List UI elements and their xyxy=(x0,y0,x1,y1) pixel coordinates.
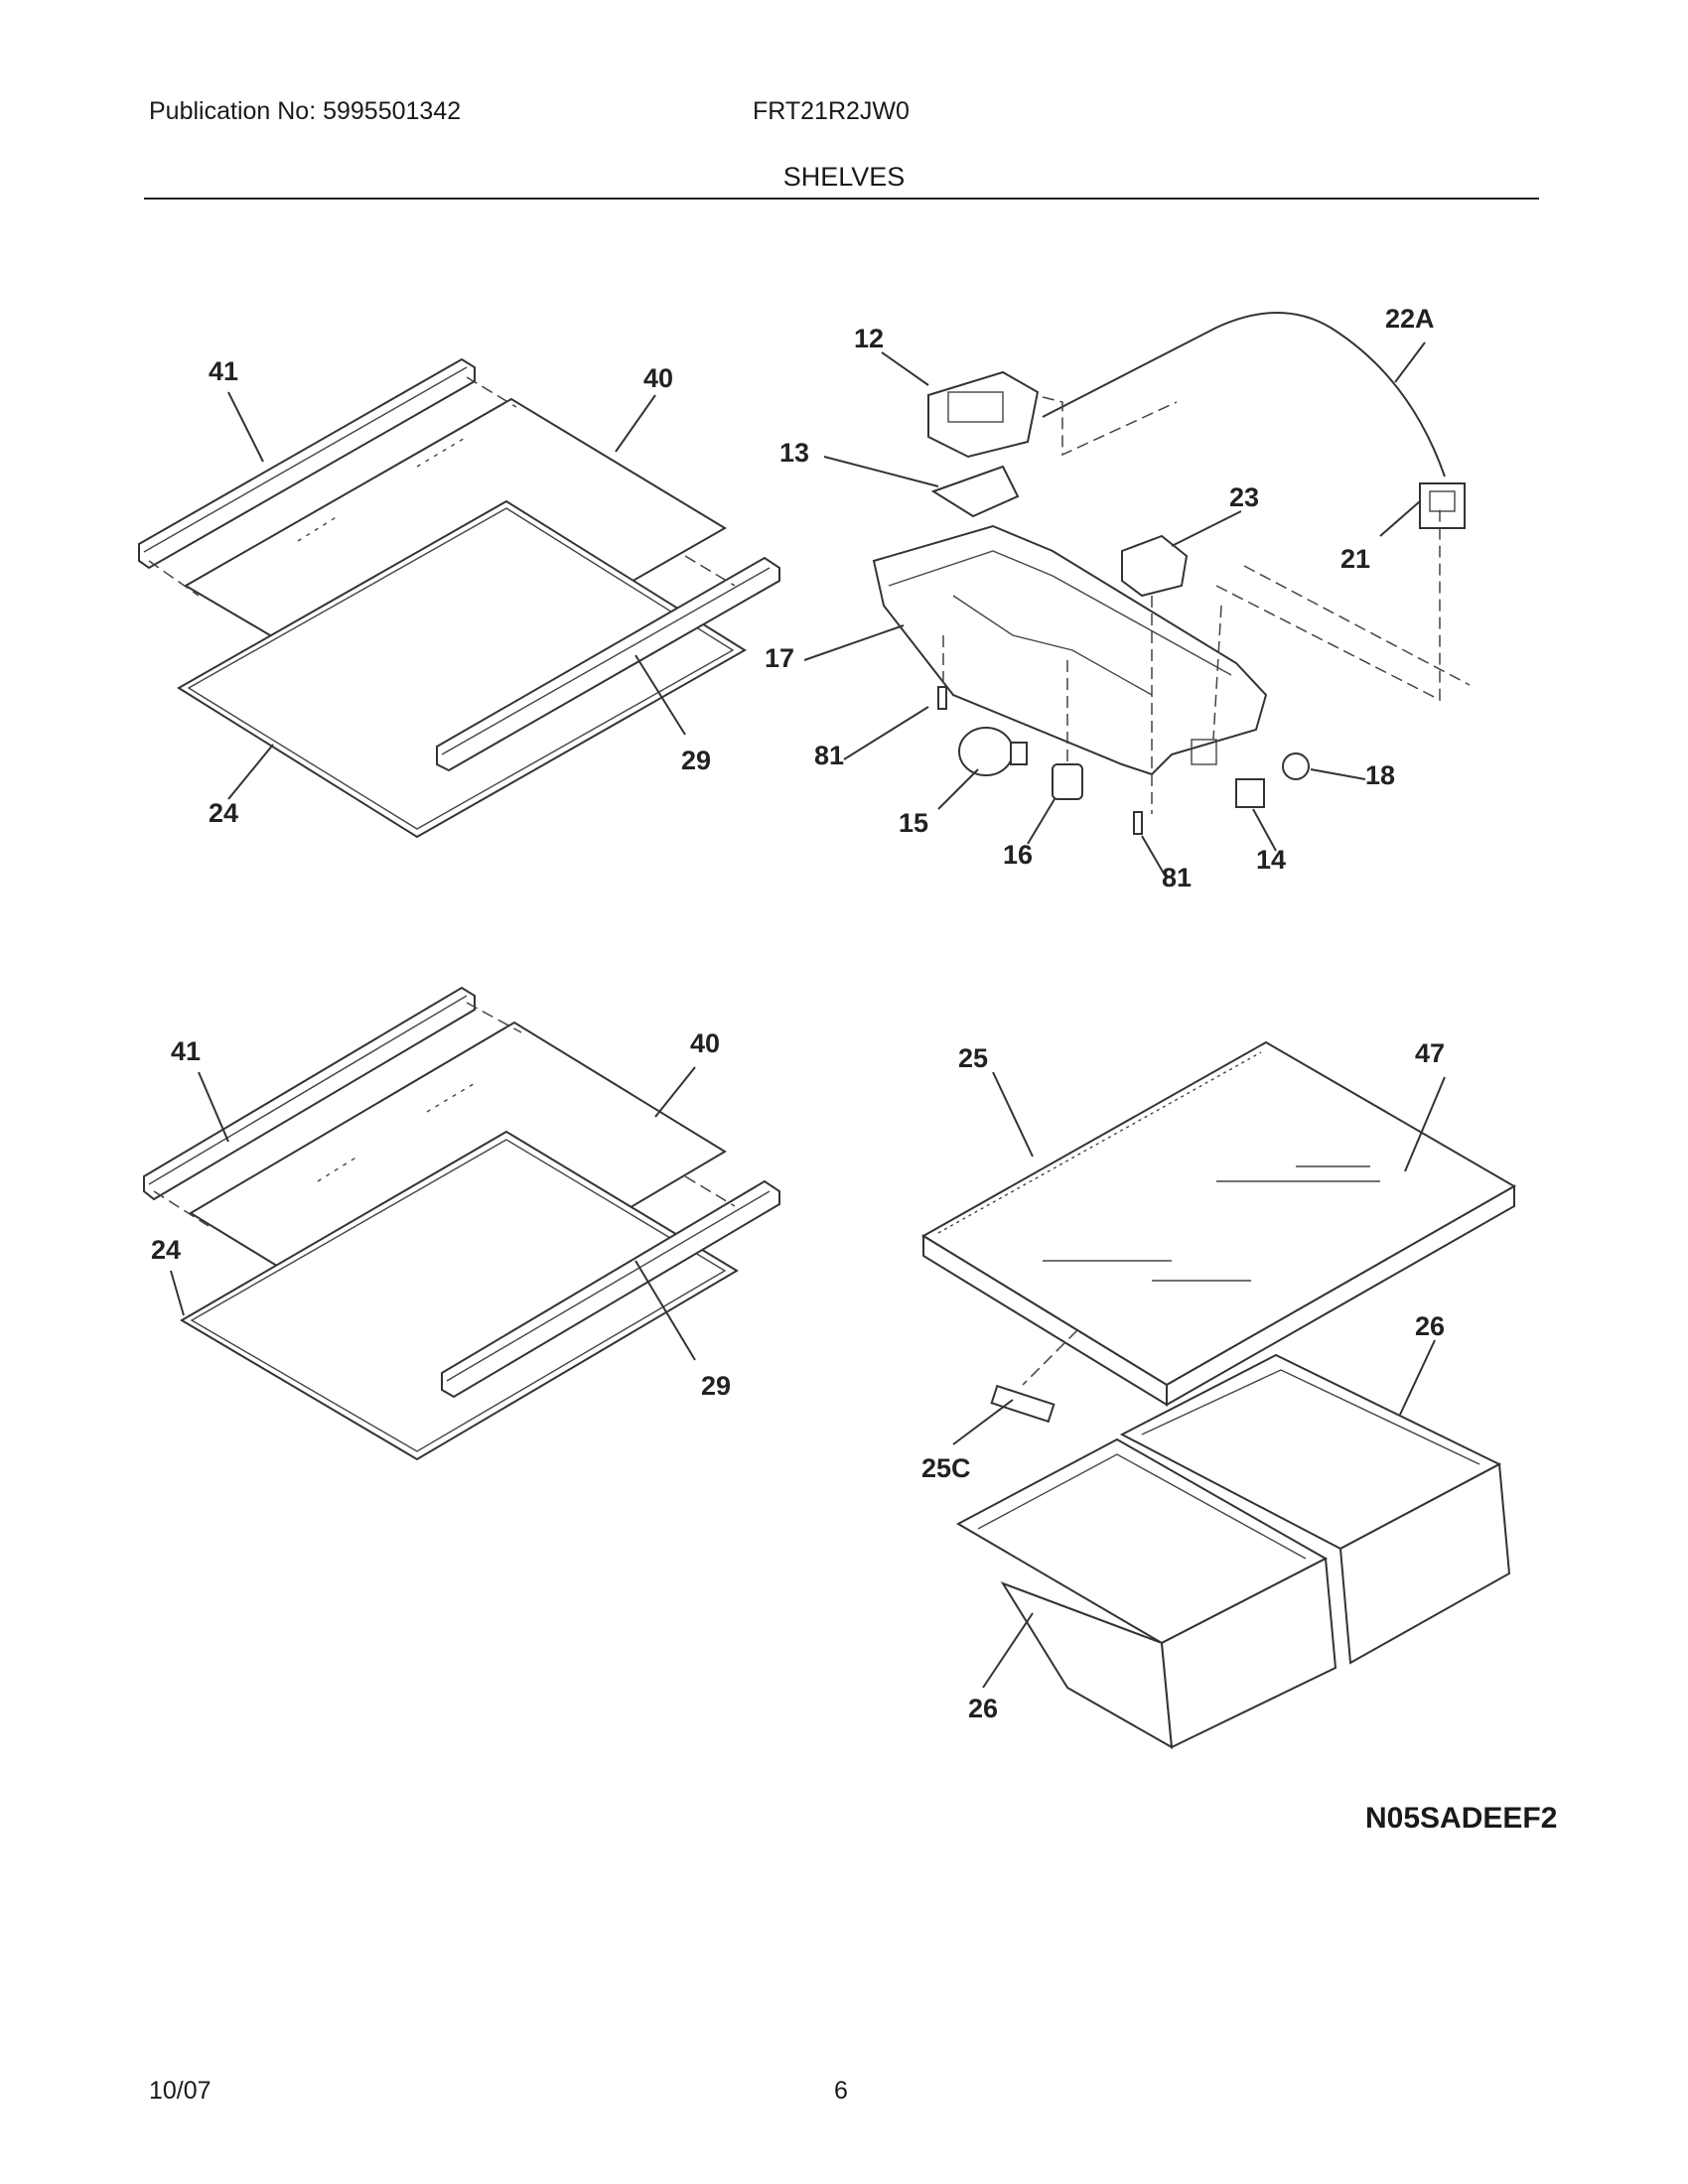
callout-81a: 81 xyxy=(814,741,844,770)
screw-81-b xyxy=(1133,811,1143,835)
model-number: FRT21R2JW0 xyxy=(753,97,910,125)
crisper-assembly: 25 47 26 25C 26 xyxy=(921,1038,1517,1749)
switch-23 xyxy=(1121,534,1189,598)
light-housing-assembly: 12 22A 13 23 21 17 81 18 15 16 81 14 xyxy=(765,304,1471,892)
callout-15: 15 xyxy=(899,808,928,838)
callout-23: 23 xyxy=(1229,482,1259,512)
shelf-frame-24-lower xyxy=(180,1130,739,1461)
wire-harness-22A xyxy=(1042,312,1446,478)
callout-14: 14 xyxy=(1256,845,1286,875)
callout-25: 25 xyxy=(958,1043,988,1073)
publication-number: Publication No: 5995501342 xyxy=(149,97,462,125)
callout-12: 12 xyxy=(854,324,884,353)
callout-26-left: 26 xyxy=(968,1694,998,1723)
callout-21: 21 xyxy=(1340,544,1370,574)
bulb-15 xyxy=(958,727,1014,776)
lens-13 xyxy=(930,465,1020,518)
button-18 xyxy=(1282,752,1310,780)
socket-16 xyxy=(1052,763,1083,800)
callout-24-lower: 24 xyxy=(151,1235,181,1265)
upper-shelf-assembly: 41 40 29 24 xyxy=(138,356,780,839)
callout-40: 40 xyxy=(643,363,673,393)
callout-81b: 81 xyxy=(1162,863,1192,892)
footer-date: 10/07 xyxy=(149,2077,211,2105)
shelf-frame-24 xyxy=(177,499,747,839)
callout-29: 29 xyxy=(681,746,711,775)
section-title: SHELVES xyxy=(782,162,906,192)
page-number: 6 xyxy=(834,2077,848,2105)
switch-14 xyxy=(1235,778,1265,808)
callout-40-lower: 40 xyxy=(690,1028,720,1058)
callout-17: 17 xyxy=(765,643,794,673)
callout-18: 18 xyxy=(1365,760,1395,790)
callout-41-lower: 41 xyxy=(171,1036,201,1066)
callout-24: 24 xyxy=(209,798,238,828)
diagram-code: N05SADEEF2 xyxy=(1365,1802,1558,1835)
callout-13: 13 xyxy=(779,438,809,468)
callout-25C: 25C xyxy=(921,1453,971,1483)
header-rule xyxy=(144,198,1539,200)
callout-16: 16 xyxy=(1003,840,1033,870)
callout-47: 47 xyxy=(1415,1038,1445,1068)
callout-26-right: 26 xyxy=(1415,1311,1445,1341)
connector-21 xyxy=(1419,482,1466,529)
screw-81-a xyxy=(937,686,947,710)
callout-29-lower: 29 xyxy=(701,1371,731,1401)
lower-shelf-assembly: 41 40 24 29 xyxy=(143,986,780,1461)
clip-25C xyxy=(990,1384,1055,1424)
light-shield-12 xyxy=(927,370,1040,459)
callout-41: 41 xyxy=(209,356,238,386)
callout-22A: 22A xyxy=(1385,304,1435,334)
